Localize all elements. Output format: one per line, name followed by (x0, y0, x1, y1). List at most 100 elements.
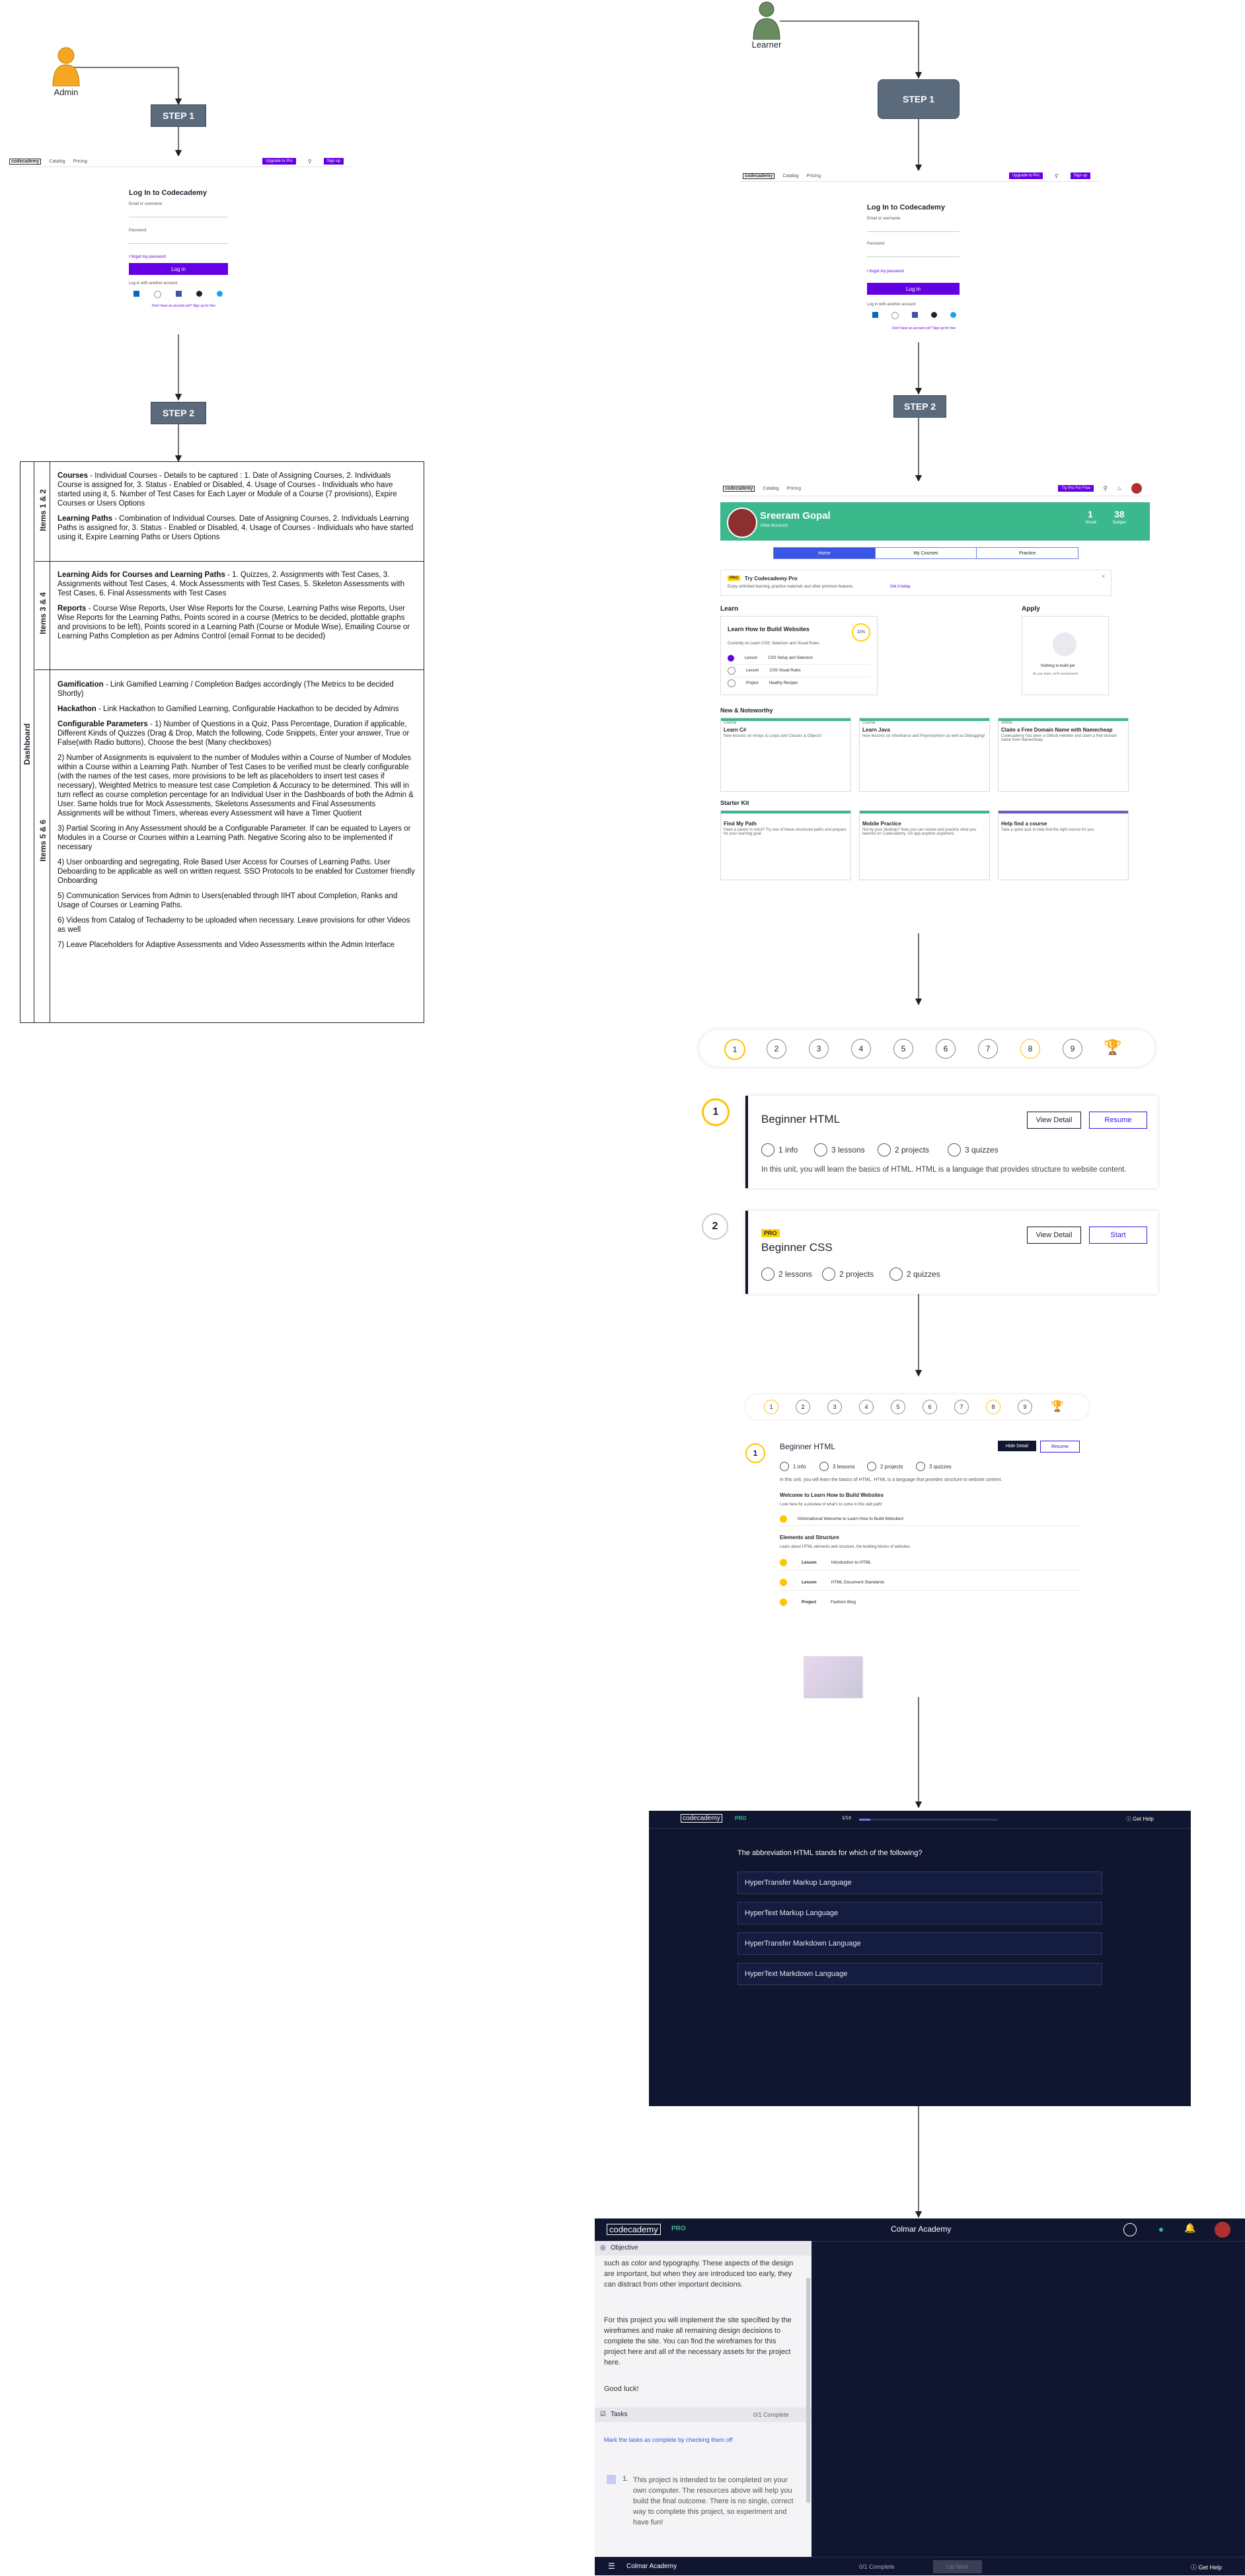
view-account-link[interactable]: View Account (760, 523, 788, 528)
settings-icon[interactable] (1123, 2223, 1137, 2236)
step-4[interactable]: 4 (859, 1400, 874, 1414)
step-7[interactable]: 7 (954, 1400, 969, 1414)
google-icon[interactable] (891, 312, 899, 319)
search-icon[interactable]: ⚲ (1103, 484, 1108, 492)
view-detail-button[interactable]: View Detail (1027, 1227, 1081, 1244)
tab-my-courses[interactable]: My Courses (874, 548, 977, 558)
avatar[interactable] (1215, 2222, 1230, 2238)
up-next-button[interactable]: Up Next (933, 2560, 982, 2573)
signup-button[interactable]: Sign up (323, 158, 344, 165)
github-icon[interactable] (196, 291, 202, 297)
quiz-option[interactable]: HyperTransfer Markup Language (737, 1872, 1102, 1894)
project-thumbnail[interactable] (804, 1656, 863, 1698)
signup-button[interactable]: Sign up (1070, 172, 1090, 179)
upgrade-button[interactable]: Upgrade to Pro (262, 158, 296, 165)
task-checkbox[interactable] (607, 2475, 616, 2484)
linkedin-icon[interactable] (133, 291, 139, 297)
step-4[interactable]: 4 (851, 1039, 871, 1059)
close-icon[interactable]: × (1102, 573, 1106, 580)
email-field[interactable] (867, 223, 960, 232)
pro-link[interactable]: Get it today (890, 585, 911, 589)
nav-catalog[interactable]: Catalog (782, 173, 799, 178)
bell-icon[interactable]: 🔔 (1184, 2222, 1196, 2233)
search-icon[interactable]: ⚲ (307, 158, 312, 165)
github-icon[interactable] (931, 312, 937, 318)
nav-pricing[interactable]: Pricing (786, 486, 801, 491)
twitter-icon[interactable] (950, 312, 956, 318)
tab-home[interactable]: Home (774, 548, 875, 558)
step-8[interactable]: 8 (1020, 1039, 1040, 1059)
panel-scrollbar[interactable] (806, 2278, 810, 2503)
google-icon[interactable] (154, 291, 161, 298)
logo[interactable]: codecademy (681, 1814, 722, 1823)
password-field[interactable] (129, 235, 228, 244)
welcome-item[interactable]: Informational Welcome to Learn How to Bu… (780, 1512, 1081, 1526)
start-button[interactable]: Start (1089, 1227, 1147, 1244)
step-8[interactable]: 8 (986, 1400, 1000, 1414)
tab-practice[interactable]: Practice (976, 548, 1078, 558)
login-button[interactable]: Log in (129, 263, 228, 275)
linkedin-icon[interactable] (872, 312, 878, 318)
signup-prompt[interactable]: Don't have an account yet? Sign up for f… (892, 326, 956, 330)
signup-prompt[interactable]: Don't have an account yet? Sign up for f… (152, 304, 216, 308)
forgot-link[interactable]: I forgot my password (867, 270, 904, 274)
nav-catalog[interactable]: Catalog (763, 486, 779, 491)
step-1[interactable]: 1 (724, 1039, 745, 1060)
get-help-button[interactable]: ⓘ Get Help (1126, 1816, 1154, 1822)
resume-button[interactable]: Resume (1089, 1112, 1147, 1129)
step-6[interactable]: 6 (936, 1039, 956, 1059)
quiz-option[interactable]: HyperTransfer Markdown Language (737, 1932, 1102, 1955)
current-course-card[interactable]: Learn How to Build Websites 22% Currentl… (720, 616, 878, 695)
step-3[interactable]: 3 (809, 1039, 829, 1059)
forgot-link[interactable]: I forgot my password (129, 255, 166, 259)
step-6[interactable]: 6 (923, 1400, 937, 1414)
facebook-icon[interactable] (912, 312, 918, 318)
nav-catalog[interactable]: Catalog (49, 159, 65, 164)
step-9[interactable]: 9 (1018, 1400, 1032, 1414)
avatar[interactable] (1131, 483, 1142, 494)
login-button[interactable]: Log in (867, 283, 960, 295)
step-9[interactable]: 9 (1063, 1039, 1082, 1059)
logo[interactable]: codecademy (607, 2224, 661, 2235)
view-detail-button[interactable]: View Detail (1027, 1112, 1081, 1129)
upgrade-button[interactable]: Upgrade to Pro (1009, 172, 1043, 179)
facebook-icon[interactable] (176, 291, 182, 297)
step-2[interactable]: 2 (796, 1400, 810, 1414)
resume-button[interactable]: Resume (1040, 1441, 1080, 1453)
logo[interactable]: codecademy (743, 172, 775, 179)
footer-help-button[interactable]: ⓘ Get Help (1191, 2564, 1223, 2571)
twitter-icon[interactable] (217, 291, 223, 297)
menu-icon[interactable]: ☰ (608, 2561, 615, 2571)
step-5[interactable]: 5 (891, 1400, 905, 1414)
password-field[interactable] (867, 248, 960, 257)
hide-detail-button[interactable]: Hide Detail (998, 1441, 1036, 1451)
bell-icon[interactable]: ♨ (1116, 484, 1122, 492)
step-3[interactable]: 3 (827, 1400, 842, 1414)
step-1[interactable]: 1 (764, 1400, 778, 1414)
email-field[interactable] (129, 209, 228, 217)
try-pro-button[interactable]: Try Pro For Free (1058, 485, 1094, 492)
mark-tasks-link[interactable]: Mark the tasks as complete by checking t… (604, 2437, 733, 2443)
step-7[interactable]: 7 (978, 1039, 998, 1059)
trophy-icon[interactable]: 🏆 (1051, 1401, 1064, 1412)
search-icon[interactable]: ⚲ (1054, 172, 1059, 179)
quiz-option[interactable]: HyperText Markdown Language (737, 1963, 1102, 1985)
quiz-option[interactable]: HyperText Markup Language (737, 1902, 1102, 1924)
trophy-icon[interactable]: 🏆 (1104, 1039, 1122, 1055)
step-2[interactable]: 2 (767, 1039, 786, 1059)
logo[interactable]: codecademy (723, 485, 755, 492)
step-5[interactable]: 5 (893, 1039, 913, 1059)
logo[interactable]: codecademy (9, 158, 42, 165)
nav-pricing[interactable]: Pricing (73, 159, 87, 164)
